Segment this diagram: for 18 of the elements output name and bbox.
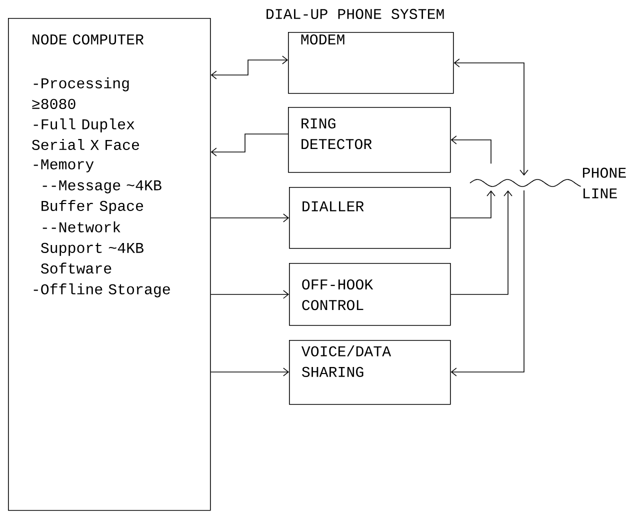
arrow [210,290,289,299]
modem-box: MODEM [288,32,454,94]
heading: DIAL-UP PHONE SYSTEM [266,8,444,20]
arrow [210,56,288,80]
dialler-box: DIALLER [289,187,451,249]
arrow [450,190,524,376]
arrow [210,134,288,156]
off-hook-control-box: OFF-HOOK CONTROL [289,263,451,326]
arrow [450,190,512,295]
phone-line: PHONE LINE [470,166,626,200]
computer-box: NODE COMPUTER -Processing ≥8080 -Full Duplex Serial X Face -Memory --Message ~4KB Buffer Space --Network Support ~4KB Software -Offline Storage [8,18,211,511]
arrow [450,190,496,218]
arrow [210,368,289,376]
voice-data-box: VOICE/DATA SHARING [289,340,451,405]
ring-detector-box: RING DETECTOR [288,107,451,173]
arrow [450,136,492,164]
arrow [210,214,289,222]
arrow [454,58,528,176]
